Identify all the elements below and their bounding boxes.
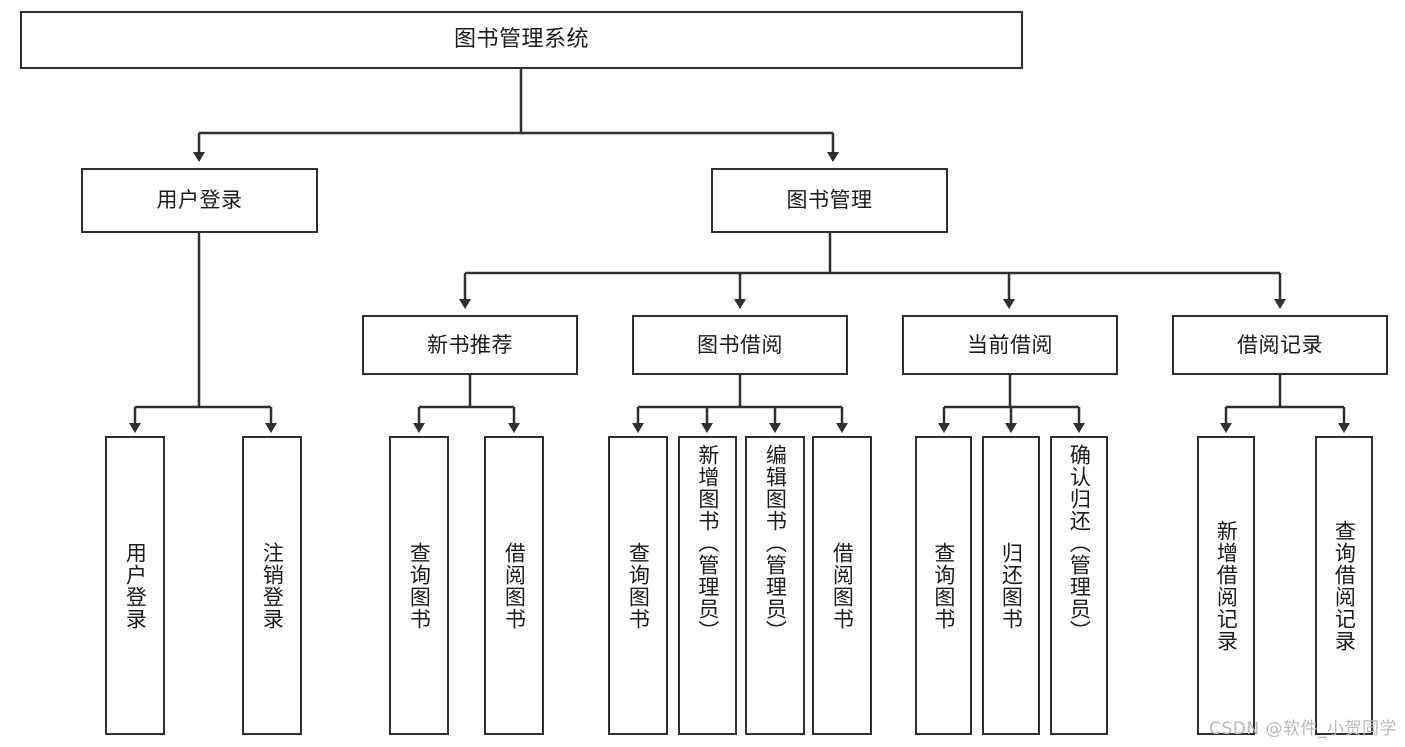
node-label: 图书管理系统 [453, 27, 589, 53]
node-book-borrow[interactable]: 图书借阅 [632, 315, 848, 375]
node-label: 注销登录 [260, 541, 285, 630]
node-leaf-logout-login[interactable]: 注销登录 [242, 436, 302, 735]
node-book-management[interactable]: 图书管理 [711, 168, 948, 233]
node-leaf-borrow-book-recommend[interactable]: 借阅图书 [484, 436, 544, 735]
node-leaf-user-login[interactable]: 用户登录 [105, 436, 165, 735]
node-leaf-edit-book[interactable]: 编辑图书（管理员） [745, 436, 805, 735]
node-leaf-add-borrow-record[interactable]: 新增借阅记录 [1197, 436, 1255, 735]
node-label: 查询图书 [626, 541, 651, 630]
node-label: 查询图书 [931, 541, 956, 630]
node-label: 新增借阅记录 [1214, 519, 1239, 652]
node-current-borrow[interactable]: 当前借阅 [902, 315, 1118, 375]
node-leaf-confirm-return[interactable]: 确认归还（管理员） [1050, 436, 1108, 735]
node-new-book-recommend[interactable]: 新书推荐 [362, 315, 578, 375]
watermark: CSDN @软件_小贺同学 [1209, 719, 1397, 739]
node-leaf-query-borrow-record[interactable]: 查询借阅记录 [1315, 436, 1373, 735]
node-label: 图书管理 [786, 188, 873, 213]
node-label: 当前借阅 [967, 332, 1053, 357]
node-user-login[interactable]: 用户登录 [81, 168, 318, 233]
node-label: 确认归还（管理员） [1067, 444, 1092, 642]
node-leaf-add-book[interactable]: 新增图书（管理员） [678, 436, 737, 735]
node-label: 查询借阅记录 [1332, 519, 1357, 652]
node-label: 借阅图书 [502, 541, 527, 630]
node-label: 查询图书 [407, 541, 432, 630]
node-leaf-borrow-book[interactable]: 借阅图书 [812, 436, 872, 735]
node-book-management-system[interactable]: 图书管理系统 [20, 11, 1023, 69]
node-leaf-query-book-borrow[interactable]: 查询图书 [608, 436, 668, 735]
node-label: 图书借阅 [697, 332, 783, 357]
node-label: 用户登录 [123, 541, 148, 630]
node-label: 借阅图书 [830, 541, 855, 630]
node-label: 新增图书（管理员） [695, 444, 720, 642]
node-label: 借阅记录 [1237, 332, 1323, 357]
node-leaf-query-book-recommend[interactable]: 查询图书 [389, 436, 449, 735]
node-borrow-record[interactable]: 借阅记录 [1172, 315, 1388, 375]
node-leaf-return-book[interactable]: 归还图书 [982, 436, 1040, 735]
node-leaf-query-book-current[interactable]: 查询图书 [915, 436, 972, 735]
node-label: 归还图书 [999, 541, 1024, 630]
node-label: 编辑图书（管理员） [763, 444, 788, 642]
node-label: 新书推荐 [427, 332, 513, 357]
node-label: 用户登录 [156, 188, 243, 213]
